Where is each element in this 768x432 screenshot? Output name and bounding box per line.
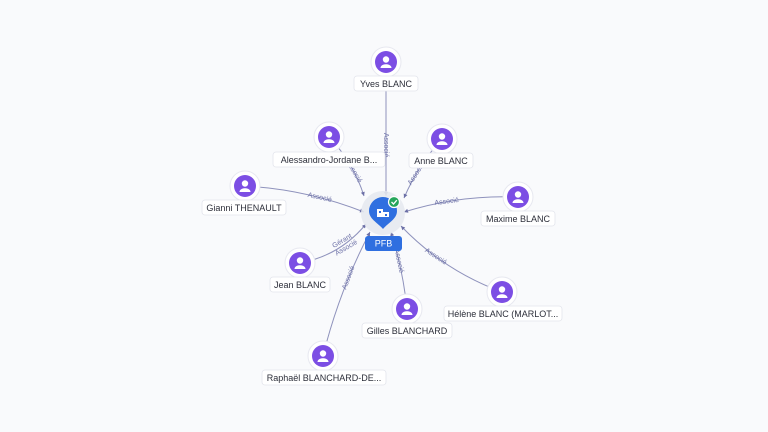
person-icon	[491, 281, 513, 303]
edge-label: Associé	[341, 265, 356, 290]
edge-line	[400, 225, 503, 293]
name-box	[272, 151, 386, 168]
persons-layer: Yves BLANC Alessandro-Jordane B... Anne BL…	[201, 46, 563, 386]
person-icon	[234, 175, 256, 197]
name-box	[361, 322, 453, 339]
person-node-gilles-blanchard[interactable]: Gilles BLANCHARD	[361, 293, 453, 339]
name-box	[443, 305, 563, 322]
name-box	[269, 276, 331, 293]
edge-line	[403, 196, 519, 213]
person-name[interactable]: Jean BLANC	[274, 280, 327, 290]
edge-helene-blanc: Associé	[400, 225, 503, 293]
person-node-raphael-blanchard-de[interactable]: Raphaël BLANCHARD-DE...	[261, 340, 387, 386]
person-node-helene-blanc[interactable]: Hélène BLANC (MARLOT...	[443, 276, 563, 322]
person-icon	[318, 126, 340, 148]
company-node[interactable]: PFB	[361, 191, 405, 251]
building-icon	[377, 209, 389, 217]
name-box	[201, 199, 287, 216]
person-icon	[431, 128, 453, 150]
name-box	[261, 369, 387, 386]
edge-arrowhead	[403, 193, 408, 198]
edge-arrowhead	[366, 232, 370, 237]
person-node-gianni-thenault[interactable]: Gianni THENAULT	[201, 170, 287, 216]
verified-check-icon	[387, 195, 401, 209]
person-node-yves-blanc[interactable]: Yves BLANC	[353, 46, 419, 92]
edge-arrowhead	[360, 191, 365, 196]
person-name[interactable]: Gilles BLANCHARD	[367, 326, 448, 336]
edge-label: Associé	[434, 197, 459, 207]
person-icon	[396, 298, 418, 320]
person-name[interactable]: Alessandro-Jordane B...	[281, 155, 378, 165]
person-node-anne-blanc[interactable]: Anne BLANC	[408, 123, 474, 169]
person-name[interactable]: Yves BLANC	[360, 79, 413, 89]
company-label[interactable]: PFB	[375, 239, 393, 249]
person-name[interactable]: Anne BLANC	[414, 156, 468, 166]
person-node-maxime-blanc[interactable]: Maxime BLANC	[480, 181, 556, 227]
name-box	[408, 152, 474, 169]
person-name[interactable]: Gianni THENAULT	[206, 203, 282, 213]
name-box	[480, 210, 556, 227]
edge-label: Associé	[307, 192, 333, 204]
edge-label: Associé	[393, 248, 405, 274]
edge-label: Associé	[423, 247, 447, 266]
person-icon	[312, 345, 334, 367]
name-box	[353, 75, 419, 92]
edge-maxime-blanc: Associé	[403, 196, 519, 213]
edge-arrowhead	[401, 226, 406, 231]
edge-label: Associé	[382, 133, 389, 158]
person-node-alessandro-jordane-b[interactable]: Alessandro-Jordane B...	[272, 121, 386, 168]
person-name[interactable]: Maxime BLANC	[486, 214, 551, 224]
person-name[interactable]: Raphaël BLANCHARD-DE...	[267, 373, 382, 383]
company-label-box	[365, 236, 402, 251]
person-icon	[507, 186, 529, 208]
person-node-jean-blanc[interactable]: Jean BLANC	[269, 247, 331, 293]
person-icon	[375, 51, 397, 73]
person-icon	[289, 252, 311, 274]
person-name[interactable]: Hélène BLANC (MARLOT...	[448, 309, 559, 319]
edge-arrowhead	[404, 208, 409, 213]
